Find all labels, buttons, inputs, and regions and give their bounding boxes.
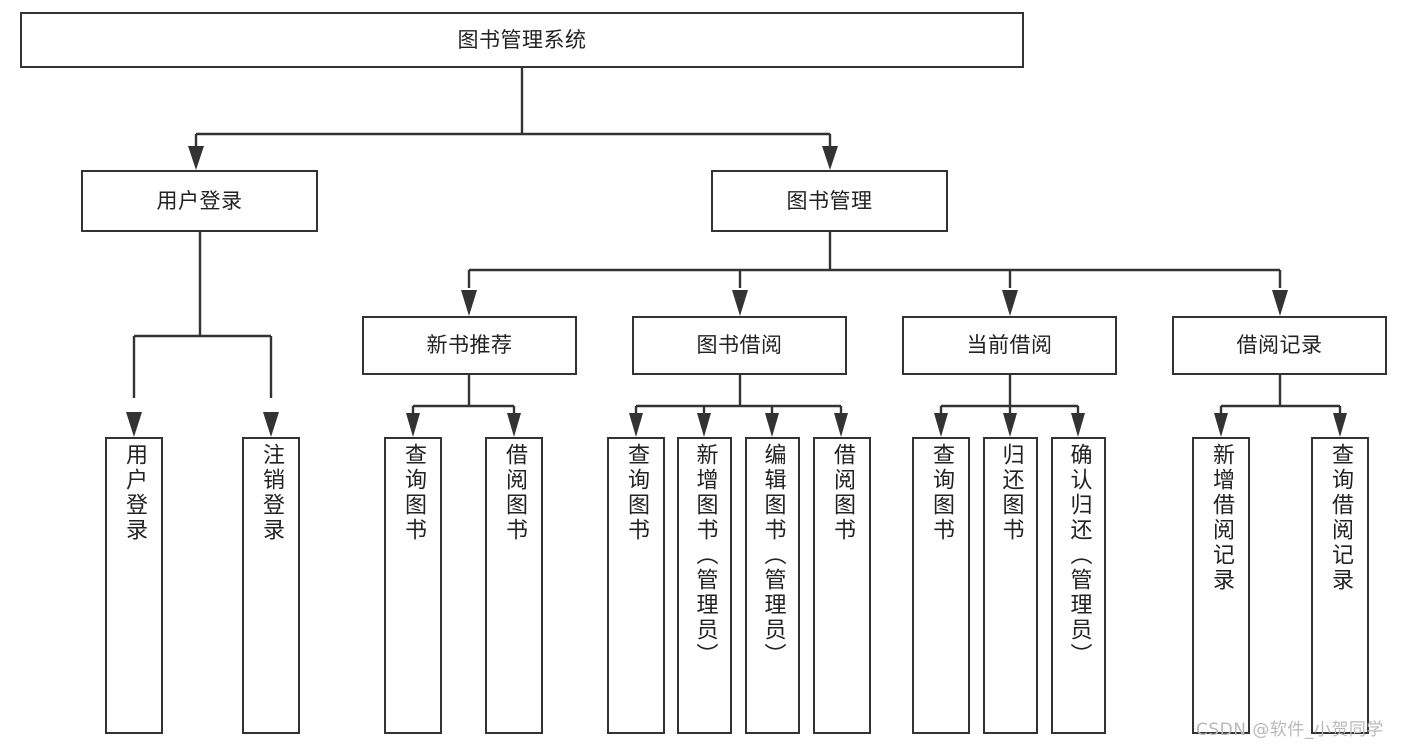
leaf-return-book[interactable]: 归还图书 — [983, 437, 1038, 734]
node-label: 新增借阅记录 — [1209, 443, 1234, 593]
node-label: 归还图书 — [998, 443, 1024, 543]
leaf-edit-book-admin[interactable]: 编辑图书（管理员） — [745, 437, 800, 734]
node-label: 借阅图书 — [830, 443, 855, 543]
leaf-borrow-book[interactable]: 借阅图书 — [813, 437, 871, 734]
node-label: 注销登录 — [259, 443, 284, 543]
csdn-watermark: CSDN @软件_小贺同学 — [1196, 720, 1384, 740]
node-book-borrow[interactable]: 图书借阅 — [632, 316, 847, 375]
node-label: 新书推荐 — [426, 333, 513, 358]
leaf-user-login[interactable]: 用户登录 — [105, 437, 163, 734]
node-new-book-recommend[interactable]: 新书推荐 — [362, 316, 577, 375]
node-label: 确认归还（管理员） — [1066, 443, 1092, 668]
node-label: 用户登录 — [156, 188, 243, 213]
leaf-query-book-current[interactable]: 查询图书 — [912, 437, 970, 734]
leaf-add-borrow-record[interactable]: 新增借阅记录 — [1192, 437, 1250, 734]
node-label: 查询图书 — [624, 443, 649, 543]
node-label: 查询图书 — [401, 443, 426, 543]
node-label: 当前借阅 — [966, 333, 1053, 358]
node-user-login[interactable]: 用户登录 — [81, 170, 318, 232]
node-current-borrow[interactable]: 当前借阅 — [902, 316, 1117, 375]
node-label: 图书借阅 — [696, 333, 783, 358]
node-label: 编辑图书（管理员） — [760, 443, 786, 668]
node-label: 图书管理系统 — [457, 27, 587, 52]
leaf-logout[interactable]: 注销登录 — [242, 437, 300, 734]
node-book-manage[interactable]: 图书管理 — [711, 170, 948, 232]
leaf-query-book-borrow[interactable]: 查询图书 — [607, 437, 665, 734]
node-label: 查询图书 — [929, 443, 954, 543]
node-label: 新增图书（管理员） — [692, 443, 718, 668]
node-label: 借阅图书 — [502, 443, 527, 543]
node-label: 查询借阅记录 — [1328, 443, 1353, 593]
node-root-system[interactable]: 图书管理系统 — [20, 12, 1024, 68]
leaf-query-borrow-record[interactable]: 查询借阅记录 — [1311, 437, 1369, 734]
leaf-confirm-return-admin[interactable]: 确认归还（管理员） — [1051, 437, 1106, 734]
node-borrow-record[interactable]: 借阅记录 — [1172, 316, 1387, 375]
leaf-query-book-recommend[interactable]: 查询图书 — [384, 437, 442, 734]
leaf-add-book-admin[interactable]: 新增图书（管理员） — [677, 437, 732, 734]
leaf-borrow-book-recommend[interactable]: 借阅图书 — [485, 437, 543, 734]
node-label: 用户登录 — [122, 443, 147, 543]
node-label: 借阅记录 — [1236, 333, 1323, 358]
node-label: 图书管理 — [786, 188, 873, 213]
